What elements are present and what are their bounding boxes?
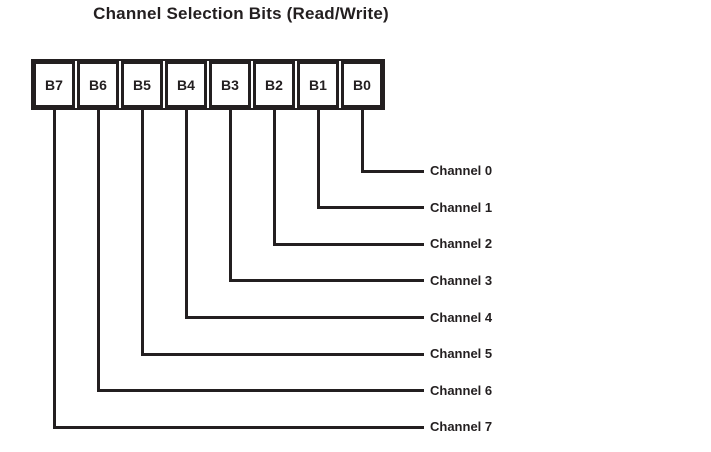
channel-label-7: Channel 7 (430, 419, 493, 435)
connector-horizontal-channel-7 (52, 425, 424, 429)
bit-label-b6: B6 (89, 76, 107, 93)
channel-label-1: Channel 1 (430, 199, 493, 215)
channel-label-2: Channel 2 (430, 236, 493, 252)
channel-label-0: Channel 0 (430, 163, 493, 178)
bit-label-b3: B3 (221, 76, 239, 93)
connector-vertical-b1 (316, 108, 320, 210)
connector-horizontal-channel-5 (140, 352, 424, 356)
connector-horizontal-channel-0 (360, 169, 424, 173)
connector-vertical-b2 (272, 108, 276, 246)
connector-vertical-b0 (360, 108, 364, 173)
bit-cell-b6: B6 (77, 61, 119, 108)
diagram-title: Channel Selection Bits (Read/Write) (93, 4, 389, 23)
channel-label-4: Channel 4 (430, 309, 493, 325)
bit-label-b2: B2 (265, 76, 283, 93)
bit-cell-b4: B4 (165, 61, 207, 108)
bit-cell-b2: B2 (253, 61, 295, 108)
bit-cell-b1: B1 (297, 61, 339, 108)
bit-cell-b7: B7 (33, 61, 75, 108)
bit-label-b5: B5 (133, 76, 151, 93)
connector-horizontal-channel-4 (184, 316, 424, 320)
connector-horizontal-channel-3 (228, 279, 424, 283)
connector-vertical-b5 (140, 108, 144, 356)
bit-cell-b0: B0 (341, 61, 383, 108)
bit-cell-b5: B5 (121, 61, 163, 108)
connector-vertical-b4 (184, 108, 188, 320)
connector-horizontal-channel-2 (272, 242, 424, 246)
channel-label-3: Channel 3 (430, 272, 493, 288)
connector-vertical-b6 (96, 108, 100, 393)
connector-vertical-b7 (52, 108, 56, 429)
connector-vertical-b3 (228, 108, 232, 283)
connector-horizontal-channel-1 (316, 206, 424, 210)
bit-label-b4: B4 (177, 76, 195, 93)
channel-label-5: Channel 5 (430, 346, 493, 362)
channel-label-6: Channel 6 (430, 382, 493, 398)
bit-cell-b3: B3 (209, 61, 251, 108)
connector-horizontal-channel-6 (96, 389, 424, 393)
bit-label-b1: B1 (309, 76, 327, 93)
bit-register: B7 B6 B5 B4 B3 B2 B1 B0 (31, 59, 385, 110)
bit-label-b0: B0 (353, 76, 371, 93)
bit-label-b7: B7 (45, 76, 63, 93)
